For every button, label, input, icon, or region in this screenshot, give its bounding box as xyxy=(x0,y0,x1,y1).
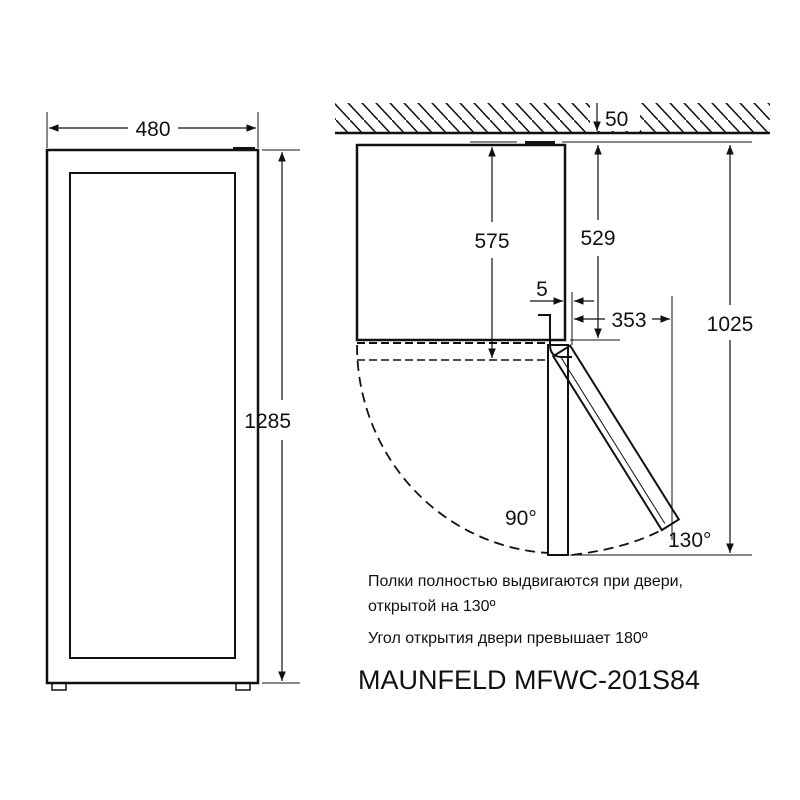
note-line-1: Полки полностью выдвигаются при двери, xyxy=(368,573,683,590)
angle-130-label: 130° xyxy=(668,529,711,552)
door-open-90 xyxy=(547,344,569,556)
door-offset-label: 353 xyxy=(611,309,646,332)
wall-hatch xyxy=(335,103,770,133)
width-label: 480 xyxy=(135,118,170,141)
height-label: 1285 xyxy=(244,410,291,433)
note-line-2: открытой на 130º xyxy=(368,598,496,615)
cabinet-outline xyxy=(45,148,260,685)
depth-label: 575 xyxy=(474,230,509,253)
body-depth-label: 529 xyxy=(580,227,615,250)
front-view: 480 1285 xyxy=(45,112,300,691)
door-open-130 xyxy=(551,344,681,532)
foot-left xyxy=(51,682,67,691)
glass-door-panel xyxy=(69,172,236,659)
door-handle xyxy=(538,314,572,358)
angle-90-label: 90° xyxy=(505,507,537,530)
hinge-offset-label: 5 xyxy=(536,278,548,301)
cabinet-top-outline xyxy=(355,143,567,342)
note-line-3: Угол открытия двери превышает 180º xyxy=(368,630,648,647)
total-depth-label: 1025 xyxy=(707,313,754,336)
model-name: MAUNFELD MFWC-201S84 xyxy=(358,665,700,695)
top-hinge xyxy=(233,147,255,151)
top-view: 50 575 529 5 353 xyxy=(335,103,770,556)
wall-clearance-label: 50 xyxy=(605,108,628,131)
swing-arc-130 xyxy=(571,527,666,556)
foot-right xyxy=(235,682,251,691)
